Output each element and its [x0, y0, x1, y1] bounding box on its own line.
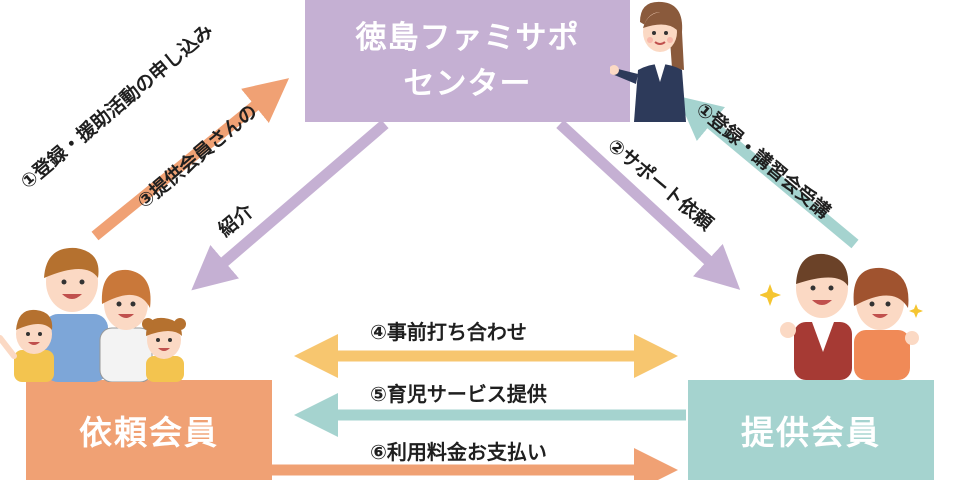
- label-prior-meeting: ④事前打ち合わせ: [370, 320, 527, 344]
- label-fee-payment: ⑥利用料金お支払い: [370, 440, 547, 464]
- label-childcare-service: ⑤育児サービス提供: [370, 382, 547, 406]
- provider-couple-illustration: [760, 253, 923, 380]
- requester-member-box: 依頼会員: [26, 380, 272, 480]
- receptionist-illustration: [610, 1, 686, 122]
- requester-label: 依頼会員: [79, 413, 219, 452]
- provider-label: 提供会員: [741, 413, 881, 452]
- famisapo-center-box: 徳島ファミサポ センター: [305, 0, 630, 122]
- arrow-support-request: [556, 119, 741, 290]
- center-title-line1: 徳島ファミサポ: [355, 20, 580, 56]
- arrow-register-request: [91, 78, 290, 241]
- center-title-line2: センター: [403, 66, 532, 102]
- requester-family-illustration: [0, 247, 186, 382]
- arrow-register-training: [677, 95, 859, 249]
- provider-member-box: 提供会員: [688, 380, 934, 480]
- arrow-introduce-provider: [191, 119, 389, 291]
